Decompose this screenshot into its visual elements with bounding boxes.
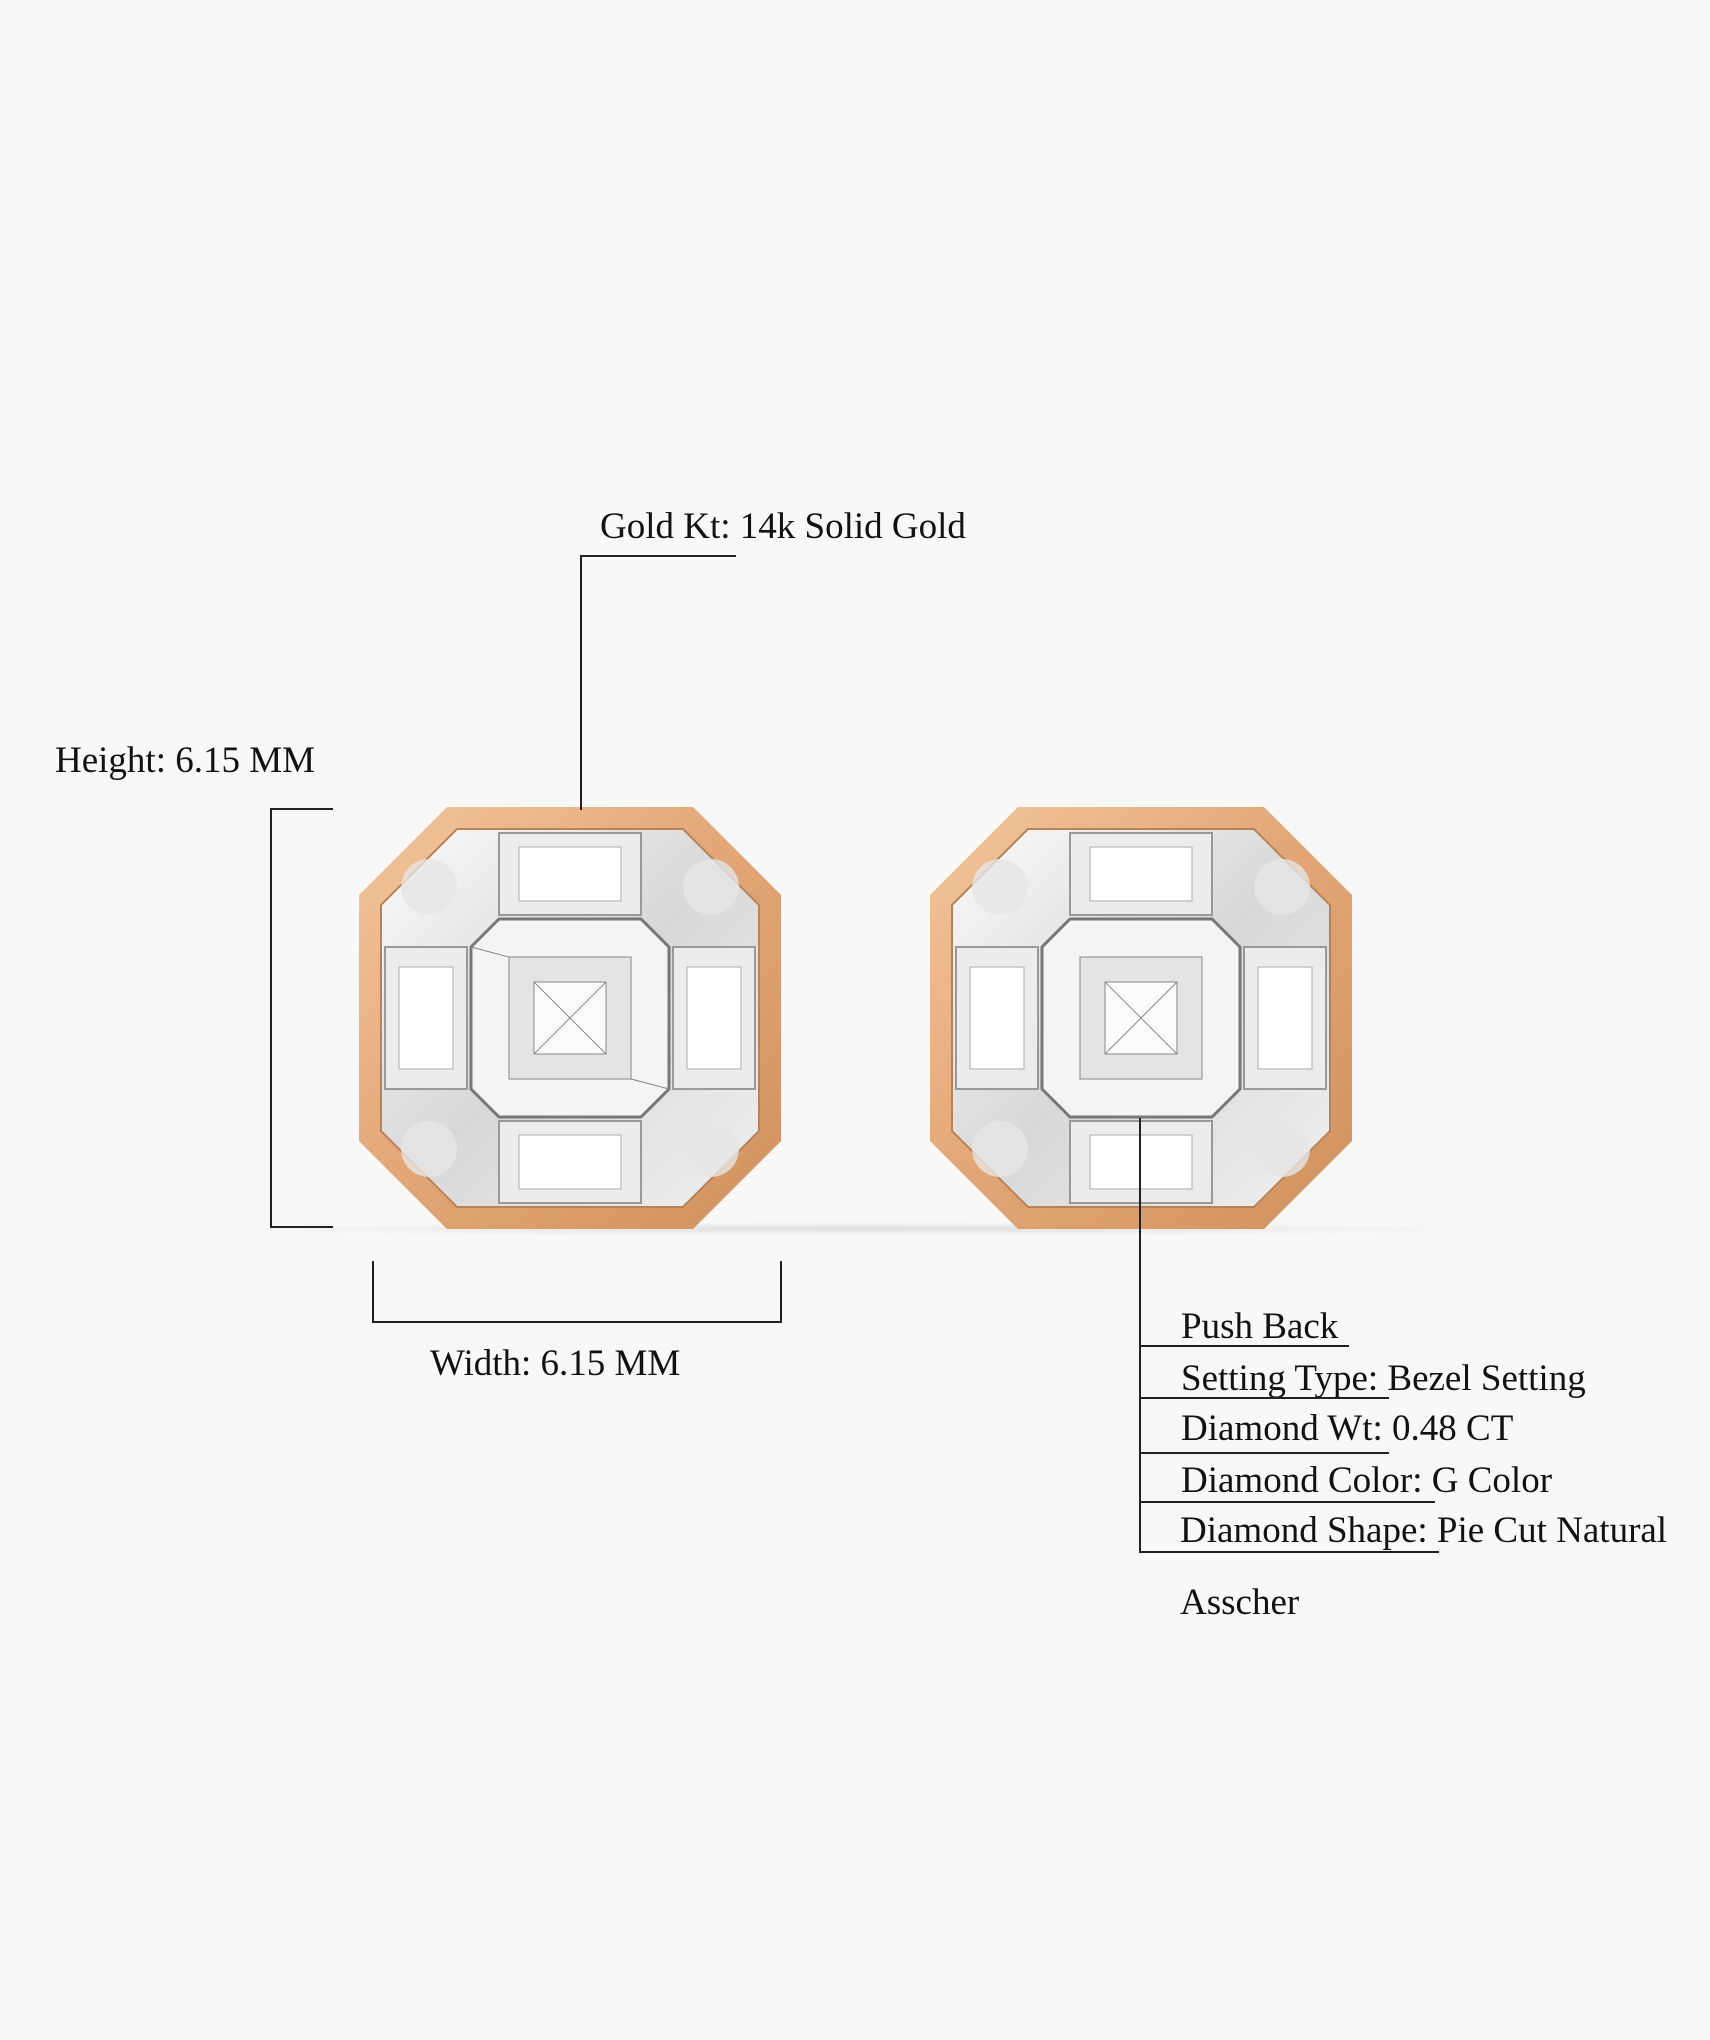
right-earring-image [930,807,1352,1229]
width-bracket-left [372,1261,374,1323]
spec-key: Setting Type: [1181,1358,1379,1399]
spec-underline [1139,1345,1349,1347]
spec-underline [1139,1397,1389,1399]
gold-kt-value: 14k Solid Gold [730,506,966,547]
width-bracket-right [780,1261,782,1323]
gold-kt-label: Gold Kt: 14k Solid Gold [600,508,966,545]
spec-key: Diamond Wt: [1181,1408,1383,1449]
spec-underline [1139,1501,1435,1503]
spec-diamond-color: Diamond Color: G Color [1181,1462,1552,1499]
spec-value: G Color [1422,1460,1553,1501]
spec-push-back: Push Back [1181,1308,1338,1345]
spec-diamond-shape: Diamond Shape: Pie Cut Natural [1180,1512,1667,1549]
spec-key: Push Back [1181,1306,1339,1347]
specs-leader [1139,1118,1141,1552]
spec-underline [1139,1452,1389,1454]
width-bracket-bottom [372,1321,782,1323]
gold-kt-key: Gold Kt: [600,506,731,547]
spec-value: Bezel Setting [1378,1358,1586,1399]
height-label: Height: 6.15 MM [55,740,316,781]
spec-key: Diamond Color: [1181,1460,1423,1501]
spec-diamond-wt: Diamond Wt: 0.48 CT [1181,1410,1513,1447]
spec-value: Pie Cut Natural [1427,1510,1668,1551]
width-label: Width: 6.15 MM [430,1343,681,1384]
spec-diamond-shape-continuation: Asscher [1180,1582,1300,1623]
spec-value: 0.48 CT [1382,1408,1514,1449]
spec-underline [1139,1551,1439,1553]
height-bracket-vertical [270,808,272,1227]
spec-key: Diamond Shape: [1180,1510,1428,1551]
gold-kt-leader [580,555,582,810]
gold-kt-underline [581,555,736,557]
spec-setting-type: Setting Type: Bezel Setting [1181,1360,1586,1397]
height-bracket-bottom [270,1226,333,1228]
height-bracket-top [270,808,333,810]
left-earring-image [359,807,781,1229]
